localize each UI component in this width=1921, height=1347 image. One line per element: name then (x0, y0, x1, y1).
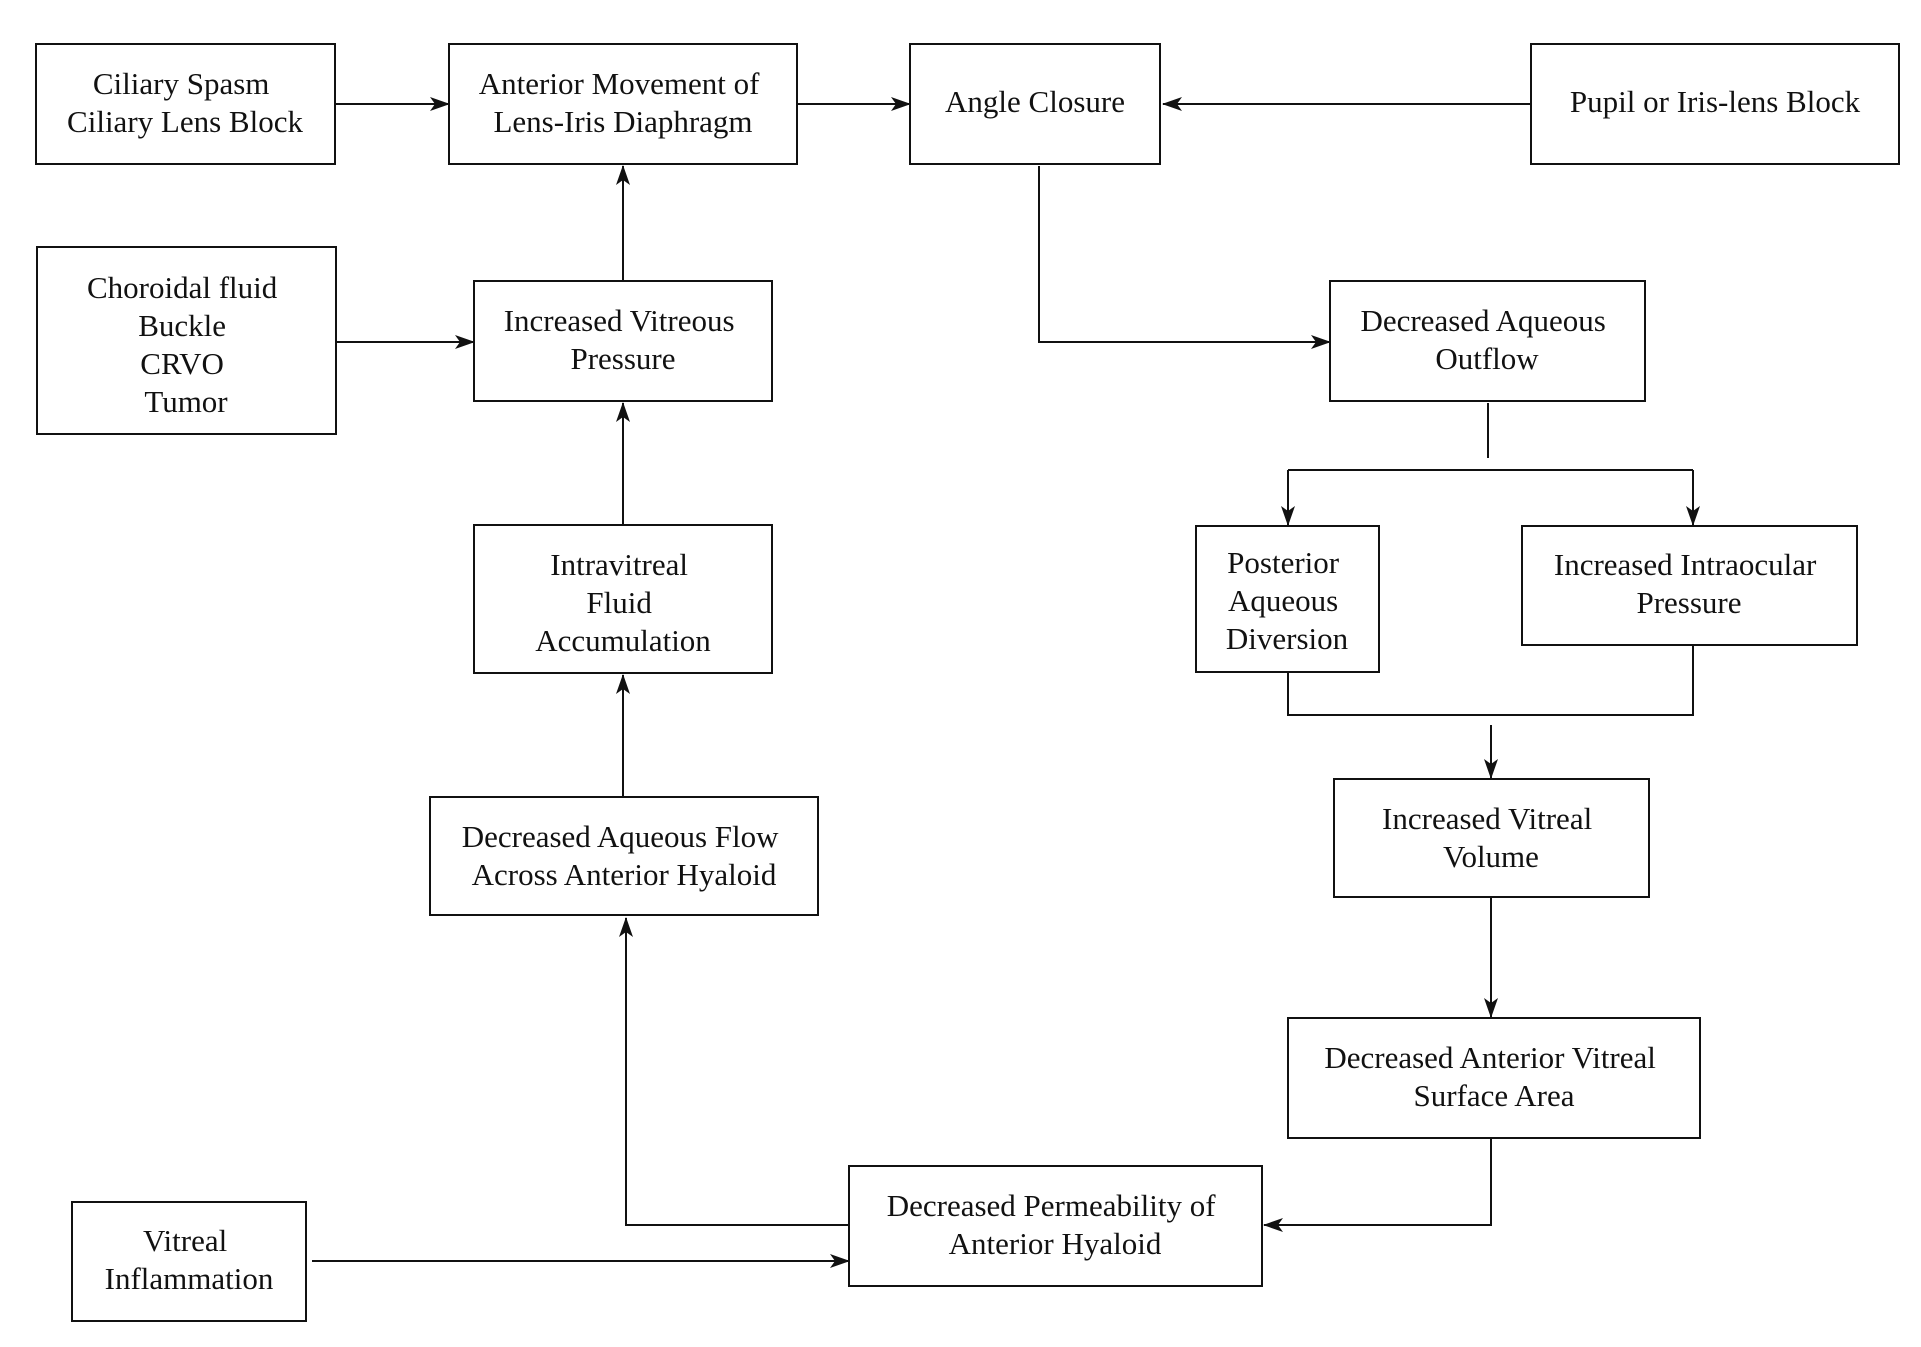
node-vitreous-pressure: Increased Vitreous Pressure (473, 280, 773, 402)
node-aqueous-flow-hyaloid: Decreased Aqueous Flow Across Anterior H… (429, 796, 819, 916)
svg-text:Decreased Aqueous Outf: Decreased Aqueous Outflow (1360, 303, 1613, 376)
node-vitreal-inflammation: Vitreal Inflammation (71, 1201, 307, 1322)
node-anterior-movement: Anterior Movement of Lens-Iris Diaphragm (448, 43, 798, 165)
node-hyaloid-permeability: Decreased Permeability of Anterior Hyalo… (848, 1165, 1263, 1287)
node-line: Vitreal (143, 1223, 227, 1258)
node-line: Anterior Hyaloid (949, 1226, 1162, 1261)
node-line: Lens-Iris Diaphragm (493, 104, 752, 139)
node-line: Decreased Aqueous Flow (462, 819, 779, 854)
svg-text:Decreased Permeability of: Decreased Permeability of Anterior Hyalo… (887, 1188, 1224, 1261)
node-vitreal-volume: Increased Vitreal Volume (1333, 778, 1650, 898)
node-line: Diversion (1226, 621, 1349, 656)
node-line: Accumulation (535, 623, 711, 658)
svg-text:Increased Vitreous Pre: Increased Vitreous Pressure (504, 303, 743, 376)
node-line: Decreased Aqueous (1360, 303, 1605, 338)
node-line: Aqueous (1228, 583, 1338, 618)
node-vitreal-surface: Decreased Anterior Vitreal Surface Area (1287, 1017, 1701, 1139)
node-line: Anterior Movement of (479, 66, 760, 101)
node-angle-closure: Angle Closure (909, 43, 1161, 165)
svg-text:Pupil or Iris-lens Block: Pupil or Iris-lens Block (1570, 84, 1861, 119)
node-line: Increased Intraocular (1554, 547, 1817, 582)
node-line: Decreased Anterior Vitreal (1324, 1040, 1656, 1075)
node-ciliary: Ciliary Spasm Ciliary Lens Block (35, 43, 336, 165)
svg-text:Ciliary Spasm Ciliary: Ciliary Spasm Ciliary Lens Block (67, 66, 303, 139)
edge-vitreal-surface-to-hyaloid-permeability (1263, 1138, 1492, 1232)
node-line: Decreased Permeability of (887, 1188, 1216, 1223)
node-layer: Ciliary Spasm Ciliary Lens Block Anterio… (35, 43, 1900, 1322)
node-posterior-diversion: Posterior Aqueous Diversion (1195, 525, 1380, 673)
node-line: Increased Vitreous (504, 303, 735, 338)
svg-text:Posterior Aqueous: Posterior Aqueous Diversion (1226, 545, 1349, 656)
svg-text:Angle Closure: Angle Closure (945, 84, 1125, 119)
node-line: Posterior (1227, 545, 1340, 580)
node-line: Surface Area (1414, 1078, 1575, 1113)
svg-text:Increased Intraocular: Increased Intraocular Pressure (1554, 547, 1824, 620)
node-line: Ciliary Lens Block (67, 104, 303, 139)
node-choroidal: Choroidal fluid Buckle CRVO Tumor (36, 246, 337, 435)
node-line: Across Anterior Hyaloid (472, 857, 777, 892)
node-line: Ciliary Spasm (93, 66, 270, 101)
node-line: CRVO (140, 346, 224, 381)
svg-text:Intravitreal Fluid: Intravitreal Fluid Accumulation (535, 547, 711, 658)
connector-layer (312, 97, 1700, 1268)
node-line: Outflow (1435, 341, 1539, 376)
node-line: Pupil or Iris-lens Block (1570, 84, 1861, 119)
node-line: Buckle (138, 308, 226, 343)
node-pupil-block: Pupil or Iris-lens Block (1530, 43, 1900, 165)
node-line: Pressure (1636, 585, 1741, 620)
node-line: Fluid (586, 585, 652, 620)
node-line: Inflammation (105, 1261, 274, 1296)
svg-text:Vitreal Inflammation: Vitreal Inflammation (105, 1223, 274, 1296)
node-aqueous-outflow: Decreased Aqueous Outflow (1329, 280, 1646, 402)
svg-text:Choroidal fluid Buckle: Choroidal fluid Buckle CRVO Tumor (87, 270, 285, 419)
svg-text:Increased Vitreal Volu: Increased Vitreal Volume (1382, 801, 1600, 874)
node-line: Tumor (144, 384, 228, 419)
node-line: Pressure (570, 341, 675, 376)
svg-text:Anterior Movement of L: Anterior Movement of Lens-Iris Diaphragm (479, 66, 767, 139)
svg-text:Decreased Aqueous Flow: Decreased Aqueous Flow Across Anterior H… (462, 819, 787, 892)
svg-text:Decreased Anterior Vitreal: Decreased Anterior Vitreal Surface Area (1324, 1040, 1663, 1113)
node-intravitreal-fluid: Intravitreal Fluid Accumulation (473, 524, 773, 674)
edge-angle-closure-to-aqueous-outflow (1038, 166, 1331, 349)
node-intraocular-pressure: Increased Intraocular Pressure (1521, 525, 1858, 646)
edge-hyaloid-permeability-to-aqueous-flow-hyaloid (619, 917, 849, 1226)
node-line: Angle Closure (945, 84, 1125, 119)
node-line: Increased Vitreal (1382, 801, 1592, 836)
node-line: Choroidal fluid (87, 270, 278, 305)
edge-diversion-pressure-join (1287, 645, 1694, 716)
node-line: Volume (1443, 839, 1539, 874)
node-line: Intravitreal (550, 547, 688, 582)
